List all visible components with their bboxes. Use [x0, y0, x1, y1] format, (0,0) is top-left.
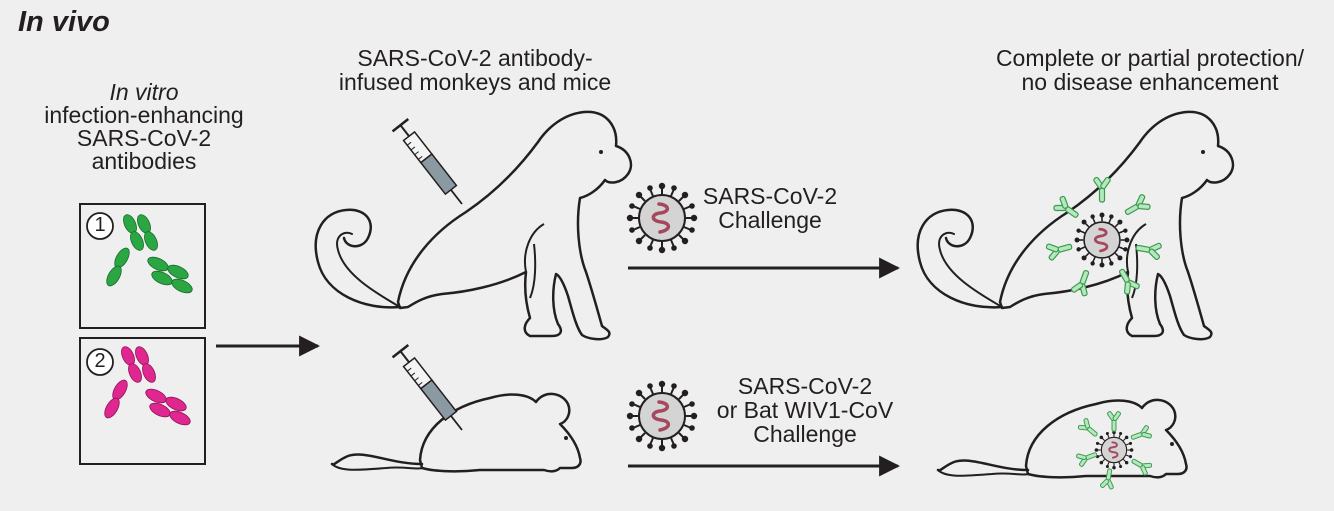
- challenge-top-line-2: Challenge: [718, 207, 822, 233]
- mouse-infused-icon: [330, 392, 582, 473]
- challenge-bottom-line-1: SARS-CoV-2: [737, 373, 873, 399]
- antibody-box-2: [79, 337, 206, 465]
- virus-neutralized-icon-bottom: [1093, 429, 1135, 471]
- challenge-bottom-line-2: or Bat WIV1-CoV: [716, 397, 894, 423]
- challenge-top-line-1: SARS-CoV-2: [702, 183, 838, 209]
- syringe-icon-mouse: [391, 343, 472, 438]
- number-circle-2: [86, 348, 114, 376]
- monkey-infused-icon: [314, 110, 633, 341]
- right-label-line-1: Complete or partial protection/: [995, 45, 1305, 71]
- left-label-line-1: In vitro: [109, 79, 179, 105]
- center-label-line-1: SARS-CoV-2 antibody-: [357, 45, 593, 71]
- right-label-line-2: no disease enhancement: [1021, 69, 1279, 95]
- antibody-green-icon: [103, 212, 195, 297]
- antibody-pink-icon: [101, 344, 193, 429]
- panel-title: In vivo: [18, 6, 110, 38]
- left-label-line-4: antibodies: [91, 148, 197, 174]
- center-label-line-2: infused monkeys and mice: [338, 69, 612, 95]
- virus-icon-bottom: [625, 379, 699, 453]
- left-label-line-2: infection-enhancing: [44, 102, 244, 128]
- virus-icon-top: [625, 181, 699, 255]
- left-label-line-3: SARS-CoV-2: [76, 125, 212, 151]
- number-circle-1: [86, 212, 114, 240]
- monkey-protected-icon: [916, 110, 1235, 341]
- antibody-box-1: [79, 203, 206, 329]
- virus-neutralized-icon-top: [1073, 211, 1131, 269]
- antibody-number-2: 2: [94, 350, 106, 372]
- syringe-icon-monkey: [391, 117, 472, 212]
- antibody-number-1: 1: [94, 214, 106, 236]
- challenge-bottom-line-3: Challenge: [753, 421, 857, 447]
